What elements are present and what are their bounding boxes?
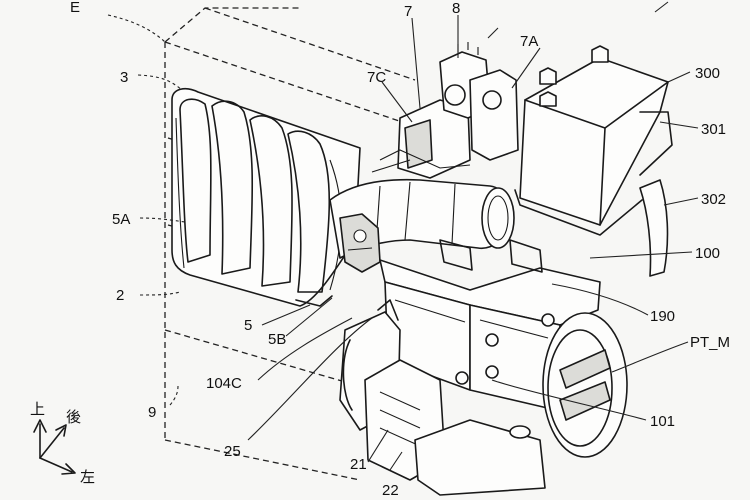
- axis-rear-label: 後: [66, 409, 81, 426]
- label-7C: 7C: [367, 69, 386, 86]
- label-25: 25: [224, 443, 241, 460]
- label-3: 3: [120, 69, 128, 86]
- label-E: E: [70, 0, 80, 16]
- leader-lines: [107, 1, 699, 471]
- direction-axes: 上 後 左: [30, 401, 95, 486]
- axis-up-label: 上: [30, 401, 45, 418]
- axis-left-label: 左: [80, 469, 95, 486]
- label-2: 2: [116, 287, 124, 304]
- label-7A: 7A: [520, 33, 538, 50]
- label-8: 8: [452, 0, 460, 17]
- label-5A: 5A: [112, 211, 130, 228]
- label-101: 101: [650, 413, 675, 430]
- label-5: 5: [244, 317, 252, 334]
- label-100: 100: [695, 245, 720, 262]
- actuator-assembly: [371, 42, 519, 179]
- label-104C: 104C: [206, 375, 242, 392]
- lower-block: [339, 299, 546, 496]
- label-21: 21: [350, 456, 367, 473]
- label-190: 190: [650, 308, 675, 325]
- label-5B: 5B: [268, 331, 286, 348]
- part-labels: E 3 7 8 7C 7A 300 301 302 5A 2 100 5 5B …: [70, 0, 730, 499]
- intake-manifold: [171, 87, 361, 307]
- crank-pulley: [542, 312, 628, 458]
- label-301: 301: [701, 121, 726, 138]
- label-22: 22: [382, 482, 399, 499]
- label-PT_M: PT_M: [690, 334, 730, 351]
- label-7: 7: [404, 3, 412, 20]
- label-9: 9: [148, 404, 156, 421]
- label-300: 300: [695, 65, 720, 82]
- label-302: 302: [701, 191, 726, 208]
- battery-unit: [514, 45, 673, 277]
